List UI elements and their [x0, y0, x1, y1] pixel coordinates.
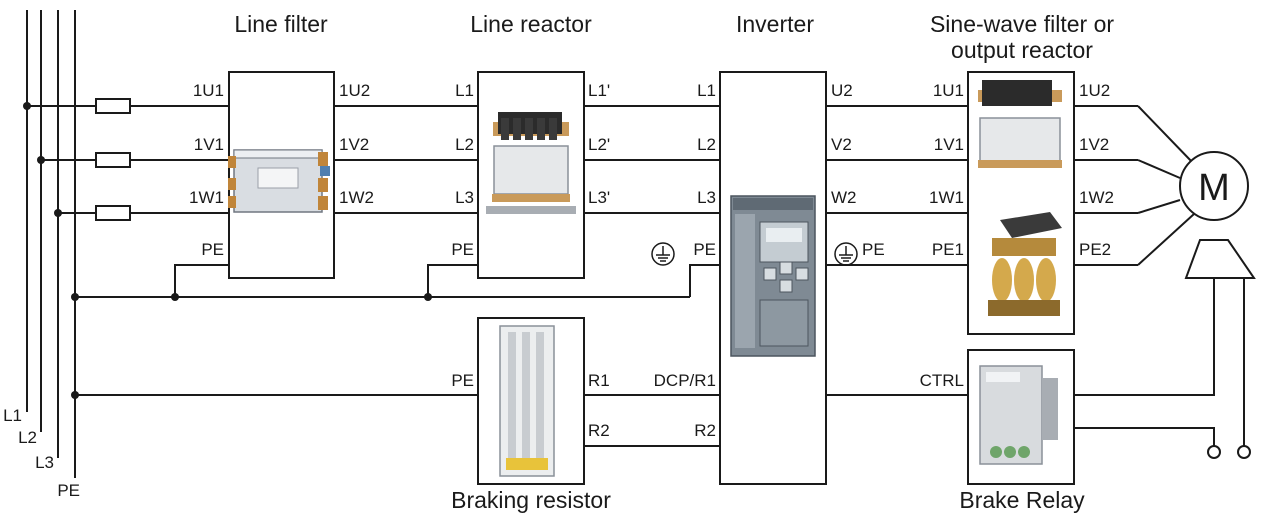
- line-filter-device-icon: [228, 149, 330, 213]
- inv-label-l3: L3: [697, 188, 716, 207]
- lr-label-l1p: L1': [588, 81, 610, 100]
- title-line-filter: Line filter: [234, 11, 328, 37]
- fuse-l2-icon: [95, 152, 131, 168]
- line-reactor: L1 L2 L3 PE L1' L2' L3': [451, 71, 610, 279]
- inv-label-r2: R2: [694, 421, 716, 440]
- line-filter: 1U1 1V1 1W1 PE 1U2 1V2 1W2: [189, 71, 374, 279]
- pe-wiring: [71, 264, 720, 399]
- sf-label-pe1: PE1: [932, 240, 964, 259]
- sf-label-1u2: 1U2: [1079, 81, 1110, 100]
- title-inverter: Inverter: [736, 11, 814, 37]
- title-brake-relay: Brake Relay: [959, 487, 1085, 513]
- wiring-resistor-to-inverter: [584, 394, 720, 447]
- sine-wave-filter: 1U1 1V1 1W1 PE1 1U2 1V2 1W2 PE2: [929, 71, 1114, 335]
- inv-label-u2: U2: [831, 81, 853, 100]
- wiring-inverter-to-sine-filter: [826, 105, 968, 396]
- bus-label-l3: L3: [35, 453, 54, 472]
- lf-label-pe: PE: [201, 240, 224, 259]
- line-reactor-device-icon: [486, 112, 576, 214]
- wiring-supply-to-filter: [23, 98, 229, 221]
- inv-label-v2: V2: [831, 135, 852, 154]
- fuse-l1-icon: [95, 98, 131, 114]
- sf-label-1w2: 1W2: [1079, 188, 1114, 207]
- braking-resistor: PE R1 R2: [451, 317, 610, 485]
- inverter: L1 L2 L3 PE DCP/R1 R2 U2 V2 W2 PE: [651, 71, 885, 485]
- braking-resistor-device-icon: [499, 325, 555, 477]
- br-label-pe: PE: [451, 371, 474, 390]
- lr-label-l2p: L2': [588, 135, 610, 154]
- motor-label: M: [1198, 167, 1230, 209]
- inv-label-pe-in: PE: [693, 240, 716, 259]
- lr-label-pe: PE: [451, 240, 474, 259]
- lr-label-l2: L2: [455, 135, 474, 154]
- output-reactor-device-icon: [978, 80, 1062, 168]
- inv-label-w2: W2: [831, 188, 857, 207]
- bus-label-l2: L2: [18, 428, 37, 447]
- title-braking-resistor: Braking resistor: [451, 487, 611, 513]
- relay-label-ctrl: CTRL: [920, 371, 964, 390]
- bus-label-l1: L1: [3, 406, 22, 425]
- lf-label-1v1: 1V1: [194, 135, 224, 154]
- wiring-filter-to-reactor: [334, 105, 478, 214]
- brake-icon: [1184, 239, 1256, 279]
- motor-icon: [1179, 151, 1249, 221]
- motor: M: [1074, 105, 1256, 279]
- wiring-reactor-to-inverter: [584, 105, 720, 214]
- br-label-r2: R2: [588, 421, 610, 440]
- sine-filter-device-icon: [988, 212, 1062, 316]
- title-line-reactor: Line reactor: [470, 11, 592, 37]
- sf-label-1w1: 1W1: [929, 188, 964, 207]
- sf-label-1v1: 1V1: [934, 135, 964, 154]
- inv-label-l1: L1: [697, 81, 716, 100]
- lr-label-l3: L3: [455, 188, 474, 207]
- lf-label-1u2: 1U2: [339, 81, 370, 100]
- inverter-device-icon: [730, 195, 816, 357]
- brake-relay-device-icon: [979, 365, 1058, 465]
- lr-label-l1: L1: [455, 81, 474, 100]
- terminal-icon: [1207, 445, 1221, 459]
- br-label-r1: R1: [588, 371, 610, 390]
- inv-label-dcp-r1: DCP/R1: [654, 371, 716, 390]
- lf-label-1v2: 1V2: [339, 135, 369, 154]
- sf-label-pe2: PE2: [1079, 240, 1111, 259]
- ground-icon: [834, 242, 858, 266]
- ground-icon: [651, 242, 675, 266]
- lf-label-1u1: 1U1: [193, 81, 224, 100]
- lf-label-1w1: 1W1: [189, 188, 224, 207]
- sf-label-1v2: 1V2: [1079, 135, 1109, 154]
- terminal-icon: [1237, 445, 1251, 459]
- supply-bus: L1 L2 L3 PE: [3, 10, 80, 500]
- bus-label-pe: PE: [57, 481, 80, 500]
- title-sine-wave-filter-line2: output reactor: [951, 37, 1093, 63]
- brake-relay: CTRL: [920, 349, 1075, 485]
- inv-label-l2: L2: [697, 135, 716, 154]
- sf-label-1u1: 1U1: [933, 81, 964, 100]
- wiring-brake-control: [1074, 278, 1251, 459]
- title-sine-wave-filter-line1: Sine-wave filter or: [930, 11, 1114, 37]
- fuse-l3-icon: [95, 205, 131, 221]
- inv-label-pe-out: PE: [862, 240, 885, 259]
- lf-label-1w2: 1W2: [339, 188, 374, 207]
- lr-label-l3p: L3': [588, 188, 610, 207]
